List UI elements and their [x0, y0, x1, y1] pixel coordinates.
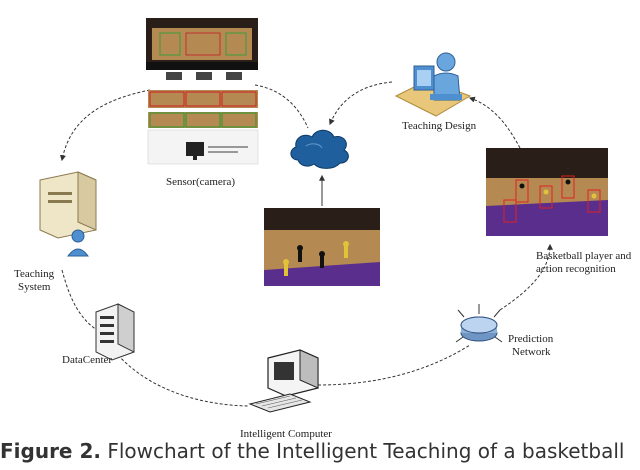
sensor-camera-panel — [146, 18, 259, 165]
cloud-icon — [290, 129, 349, 169]
recognition-label-line2: action recognition — [536, 263, 616, 275]
monitor-icon — [186, 142, 204, 160]
datacenter-label: DataCenter — [62, 354, 113, 366]
arrow-datacenter-to-computer — [117, 354, 249, 407]
teaching-system-label-line2: System — [18, 281, 51, 293]
arrow-recognition-to-design — [468, 96, 521, 149]
prediction-network-icon — [455, 304, 503, 343]
prediction-network-label-line1: Prediction — [508, 333, 554, 345]
datacenter-server-icon — [95, 303, 135, 361]
basketball-court-image — [264, 208, 380, 286]
figure-caption-text: Flowchart of the Intelligent Teaching of… — [100, 439, 625, 463]
user-icon — [67, 229, 89, 257]
figure-caption: Figure 2. Flowchart of the Intelligent T… — [0, 432, 640, 470]
teaching-design-label: Teaching Design — [402, 120, 477, 132]
sensor-camera-label: Sensor(camera) — [166, 176, 236, 188]
teaching-design-person-icon — [394, 52, 472, 117]
recognition-label-line1: Basketball player and — [536, 250, 632, 262]
intelligent-computer-icon — [248, 349, 319, 413]
arrow-sensor-to-cloud — [254, 84, 309, 129]
arrow-prediction-to-recognition — [499, 243, 553, 311]
figure-caption-prefix: Figure 2. — [0, 439, 101, 463]
teaching-system-label-line1: Teaching — [14, 268, 55, 280]
flowchart-svg — [39, 18, 608, 413]
prediction-network-label-line2: Network — [512, 346, 551, 358]
arrow-sensor-to-teaching-system — [60, 89, 151, 162]
intelligent-computer-label: Intelligent Computer — [240, 428, 332, 440]
player-detection-image — [486, 148, 608, 236]
teaching-system-server-icon — [39, 171, 97, 257]
arrow-computer-to-prediction — [317, 344, 471, 386]
camera-icon — [166, 72, 242, 80]
arrow-design-to-cloud — [329, 81, 393, 126]
arrow-teaching-system-to-datacenter — [61, 269, 101, 333]
